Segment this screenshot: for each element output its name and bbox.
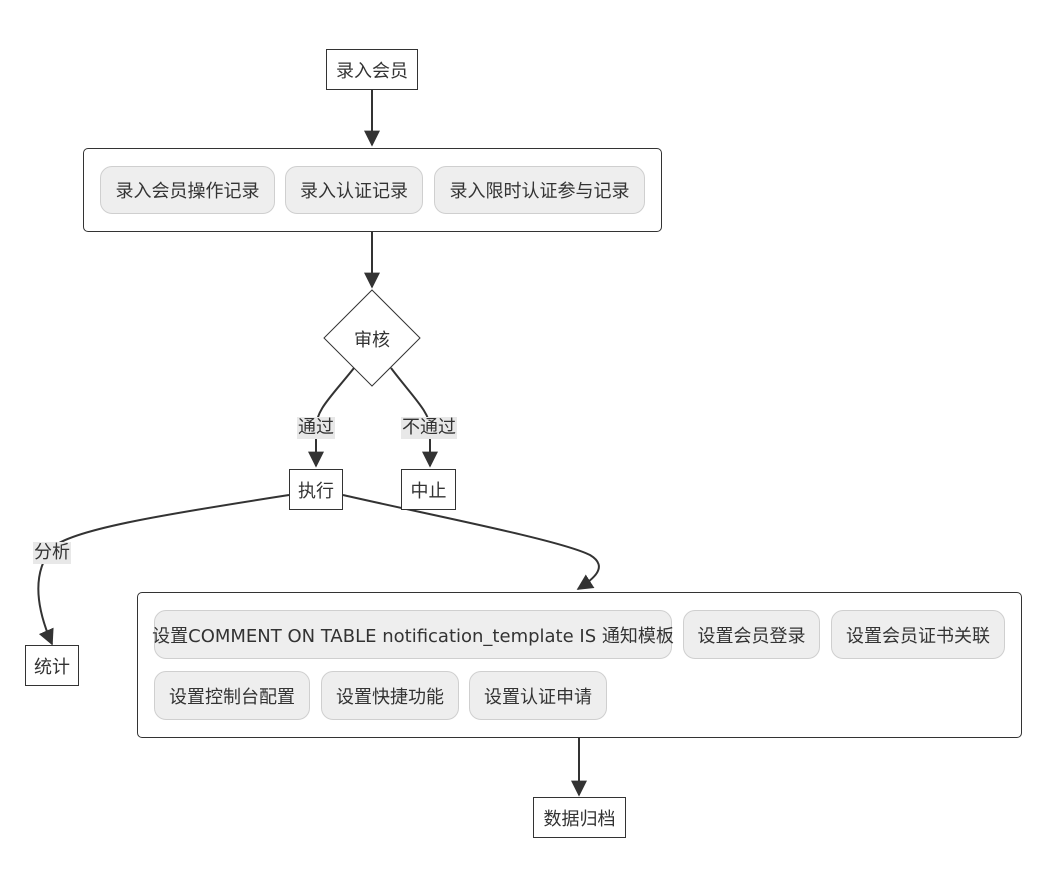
pill-setting-shortcuts-label: 设置快捷功能 [336, 686, 444, 708]
node-stats-label: 统计 [34, 656, 70, 678]
node-stop: 中止 [401, 469, 456, 510]
pill-setting-console-config-label: 设置控制台配置 [169, 686, 295, 708]
pill-setting-console-config: 设置控制台配置 [154, 671, 310, 720]
node-stop-label: 中止 [410, 480, 447, 502]
pill-setting-notification-template-label: 设置COMMENT ON TABLE notification_template… [152, 625, 674, 647]
pill-entry-member-ops: 录入会员操作记录 [100, 166, 275, 214]
edge-label-analyze: 分析 [33, 542, 71, 564]
pill-setting-notification-template: 设置COMMENT ON TABLE notification_template… [152, 610, 674, 659]
node-execute-label: 执行 [298, 480, 334, 502]
edge-label-pass: 通过 [297, 417, 335, 439]
pill-setting-member-login-label: 设置会员登录 [697, 625, 806, 647]
node-stats: 统计 [25, 645, 79, 686]
edge-label-fail: 不通过 [401, 417, 457, 439]
pill-entry-timed-cert-label: 录入限时认证参与记录 [449, 181, 630, 202]
node-archive: 数据归档 [533, 797, 626, 838]
pill-setting-member-login: 设置会员登录 [683, 610, 820, 659]
node-archive-label: 数据归档 [543, 808, 616, 830]
node-execute: 执行 [289, 469, 343, 510]
review-diamond-shape [323, 289, 421, 387]
node-review-label: 审核 [354, 330, 390, 351]
pill-entry-timed-cert: 录入限时认证参与记录 [434, 166, 645, 214]
pill-setting-cert-application-label: 设置认证申请 [484, 686, 592, 708]
pill-entry-cert: 录入认证记录 [285, 166, 423, 214]
pill-setting-member-cert-link: 设置会员证书关联 [831, 610, 1005, 659]
pill-setting-cert-application: 设置认证申请 [469, 671, 607, 720]
node-entry: 录入会员 [326, 49, 418, 90]
pill-entry-member-ops-label: 录入会员操作记录 [115, 181, 260, 202]
pill-setting-member-cert-link-label: 设置会员证书关联 [846, 625, 990, 647]
pill-entry-cert-label: 录入认证记录 [300, 181, 408, 202]
edge-execute-to-settings [342, 494, 600, 590]
pill-setting-shortcuts: 设置快捷功能 [321, 671, 459, 720]
node-entry-label: 录入会员 [336, 60, 408, 82]
